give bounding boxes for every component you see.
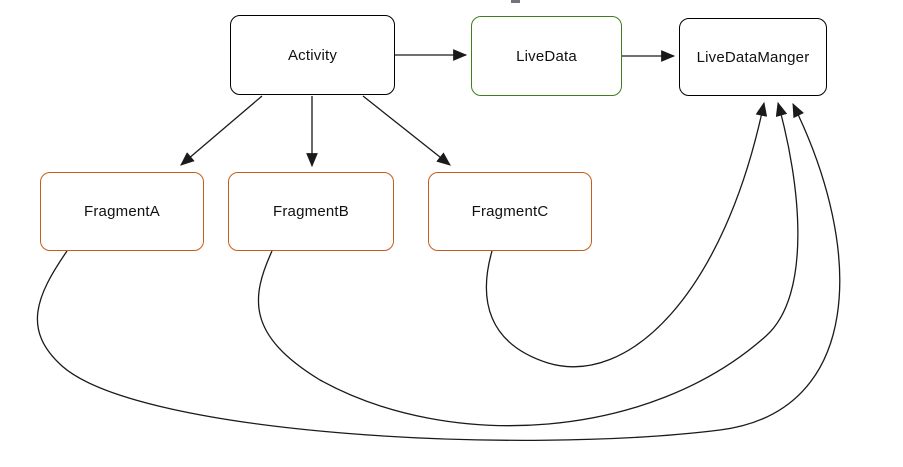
edge-fragmentc-livedatamanger xyxy=(485,101,768,368)
edge-activity-fragmenta xyxy=(180,95,263,166)
node-fragment-a: FragmentA xyxy=(40,172,204,251)
edge-fragmenta-livedatamanger xyxy=(36,102,841,441)
node-fragment-c: FragmentC xyxy=(428,172,592,251)
edge-fragmentb-livedatamanger xyxy=(257,101,799,427)
node-livedata-label: LiveData xyxy=(516,47,577,65)
node-livedata: LiveData xyxy=(471,16,622,96)
node-fragment-a-label: FragmentA xyxy=(84,203,160,220)
node-fragment-b-label: FragmentB xyxy=(273,203,349,220)
node-livedatamanger-label: LiveDataManger xyxy=(696,48,810,66)
node-fragment-c-label: FragmentC xyxy=(471,203,549,220)
cropped-screen-artifact xyxy=(511,0,520,3)
node-livedatamanger: LiveDataManger xyxy=(679,18,827,96)
node-activity: Activity xyxy=(230,15,395,95)
edge-activity-fragmentc xyxy=(362,95,451,166)
node-fragment-b: FragmentB xyxy=(228,172,394,251)
node-activity-label: Activity xyxy=(287,46,338,64)
